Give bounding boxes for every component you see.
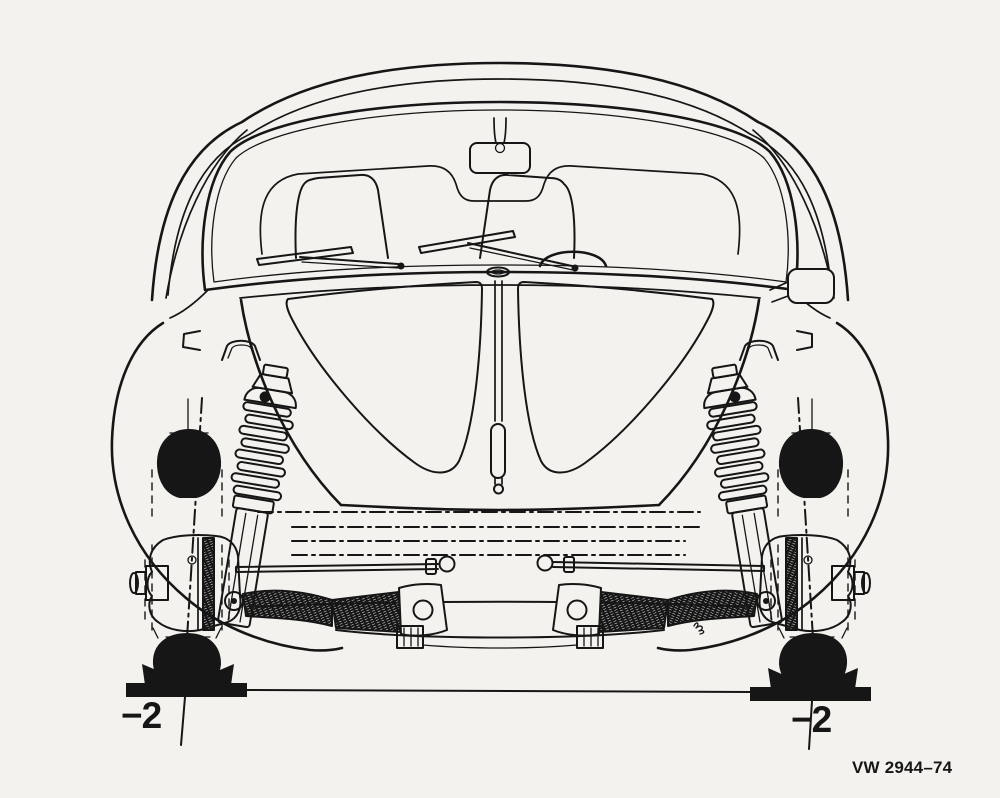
- hood-panel-left: [285, 281, 483, 474]
- hood: [239, 280, 761, 512]
- figure-number-caption: VW 2944–74: [852, 758, 953, 777]
- left-arrow-out: [187, 664, 234, 692]
- right-center-tick: [808, 700, 813, 750]
- door-mirror: [769, 268, 835, 304]
- left-seat-back: [294, 173, 389, 259]
- right-seat-back: [479, 173, 576, 259]
- right-toe-measurement-label: −2: [791, 699, 832, 740]
- right-wiper: [418, 230, 579, 272]
- illustrator-mark: [693, 622, 705, 635]
- left-suspension: [129, 361, 333, 689]
- interior-mirror: [469, 117, 531, 174]
- front-axle-assembly: [235, 511, 765, 649]
- left-wiper: [256, 246, 405, 270]
- right-arrow-in: [768, 668, 813, 696]
- axle-beam: [249, 583, 751, 649]
- torsion-bar-centerlines: [257, 511, 701, 556]
- hood-trim-strip: [490, 280, 506, 495]
- left-fender: [110, 321, 344, 652]
- measurement-graphics: [126, 664, 871, 750]
- tie-rod: [235, 554, 765, 575]
- windshield: [201, 100, 799, 292]
- left-center-tick: [180, 696, 186, 746]
- right-hood-hinge-cover: [739, 339, 779, 361]
- right-fender: [656, 321, 890, 652]
- roof-outline: [150, 61, 850, 302]
- right-arrow-out: [811, 668, 858, 696]
- headliner-edge: [259, 165, 741, 255]
- steering-wheel-rim: [538, 250, 608, 268]
- hood-panel-right: [517, 281, 715, 474]
- right-body-tab: [796, 330, 813, 351]
- ground-line: [246, 689, 751, 693]
- washer-nozzle: [486, 266, 510, 278]
- right-suspension-mirrored: [667, 361, 871, 689]
- left-hood-hinge-cover: [221, 339, 261, 361]
- left-arrow-in: [142, 664, 189, 692]
- left-toe-measurement-label: −2: [121, 695, 162, 736]
- left-body-tab: [182, 330, 201, 351]
- car-body: [110, 61, 890, 652]
